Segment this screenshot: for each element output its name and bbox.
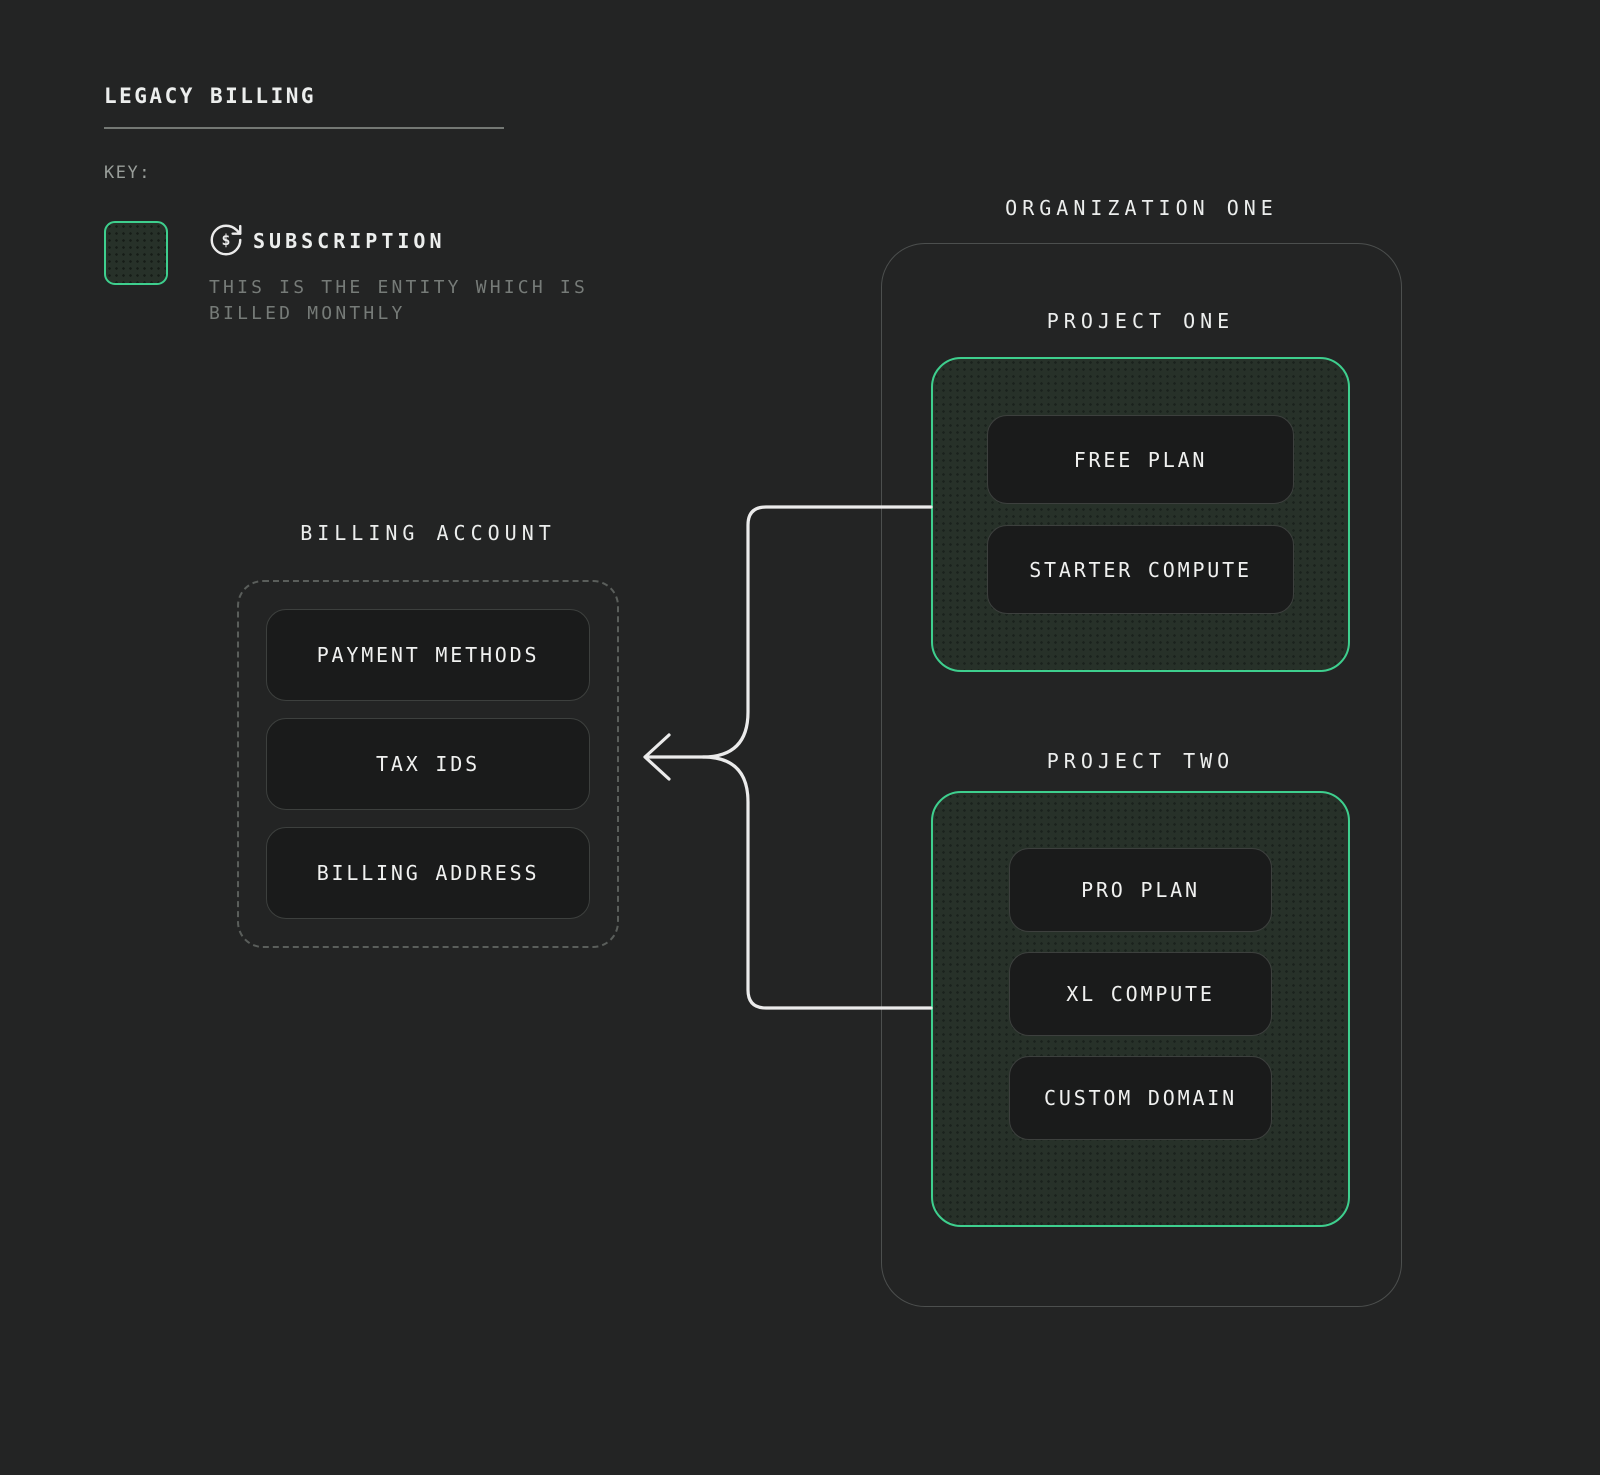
chip-custom-domain: CUSTOM DOMAIN (1009, 1056, 1272, 1140)
title-underline (104, 127, 504, 129)
billing-cycle-icon: $ (210, 224, 242, 256)
chip-xl-compute: XL COMPUTE (1009, 952, 1272, 1036)
billing-account-box: PAYMENT METHODS TAX IDS BILLING ADDRESS (237, 580, 619, 948)
chip-label: BILLING ADDRESS (316, 861, 540, 885)
project-two-box: PRO PLAN XL COMPUTE CUSTOM DOMAIN (931, 791, 1350, 1227)
chip-payment-methods: PAYMENT METHODS (266, 609, 590, 701)
subscription-description-line1: THIS IS THE ENTITY WHICH IS (209, 277, 588, 298)
subscription-label: SUBSCRIPTION (253, 229, 446, 253)
subscription-swatch (104, 221, 168, 285)
chip-tax-ids: TAX IDS (266, 718, 590, 810)
chip-pro-plan: PRO PLAN (1009, 848, 1272, 932)
chip-label: CUSTOM DOMAIN (1044, 1086, 1237, 1110)
billing-account-title: BILLING ACCOUNT (300, 521, 556, 545)
chip-billing-address: BILLING ADDRESS (266, 827, 590, 919)
subscription-description-line2: BILLED MONTHLY (209, 303, 406, 324)
chip-label: PAYMENT METHODS (316, 643, 540, 667)
arrow-left-head (643, 733, 671, 781)
chip-free-plan: FREE PLAN (987, 415, 1294, 504)
chip-label: FREE PLAN (1073, 447, 1208, 472)
chip-starter-compute: STARTER COMPUTE (987, 525, 1294, 614)
subscription-description: THIS IS THE ENTITY WHICH IS BILLED MONTH… (209, 275, 588, 327)
chip-label: TAX IDS (376, 752, 480, 776)
chip-label: PRO PLAN (1081, 878, 1200, 902)
project-one-title: PROJECT ONE (1046, 309, 1235, 333)
organization-title: ORGANIZATION ONE (1005, 196, 1278, 220)
page-title: LEGACY BILLING (104, 84, 317, 108)
project-two-title: PROJECT TWO (1046, 749, 1235, 773)
chip-label: XL COMPUTE (1066, 982, 1215, 1006)
dollar-glyph: $ (222, 232, 231, 249)
chip-label: STARTER COMPUTE (1029, 557, 1252, 582)
key-label: KEY: (104, 163, 151, 183)
project-one-box: FREE PLAN STARTER COMPUTE (931, 357, 1350, 672)
